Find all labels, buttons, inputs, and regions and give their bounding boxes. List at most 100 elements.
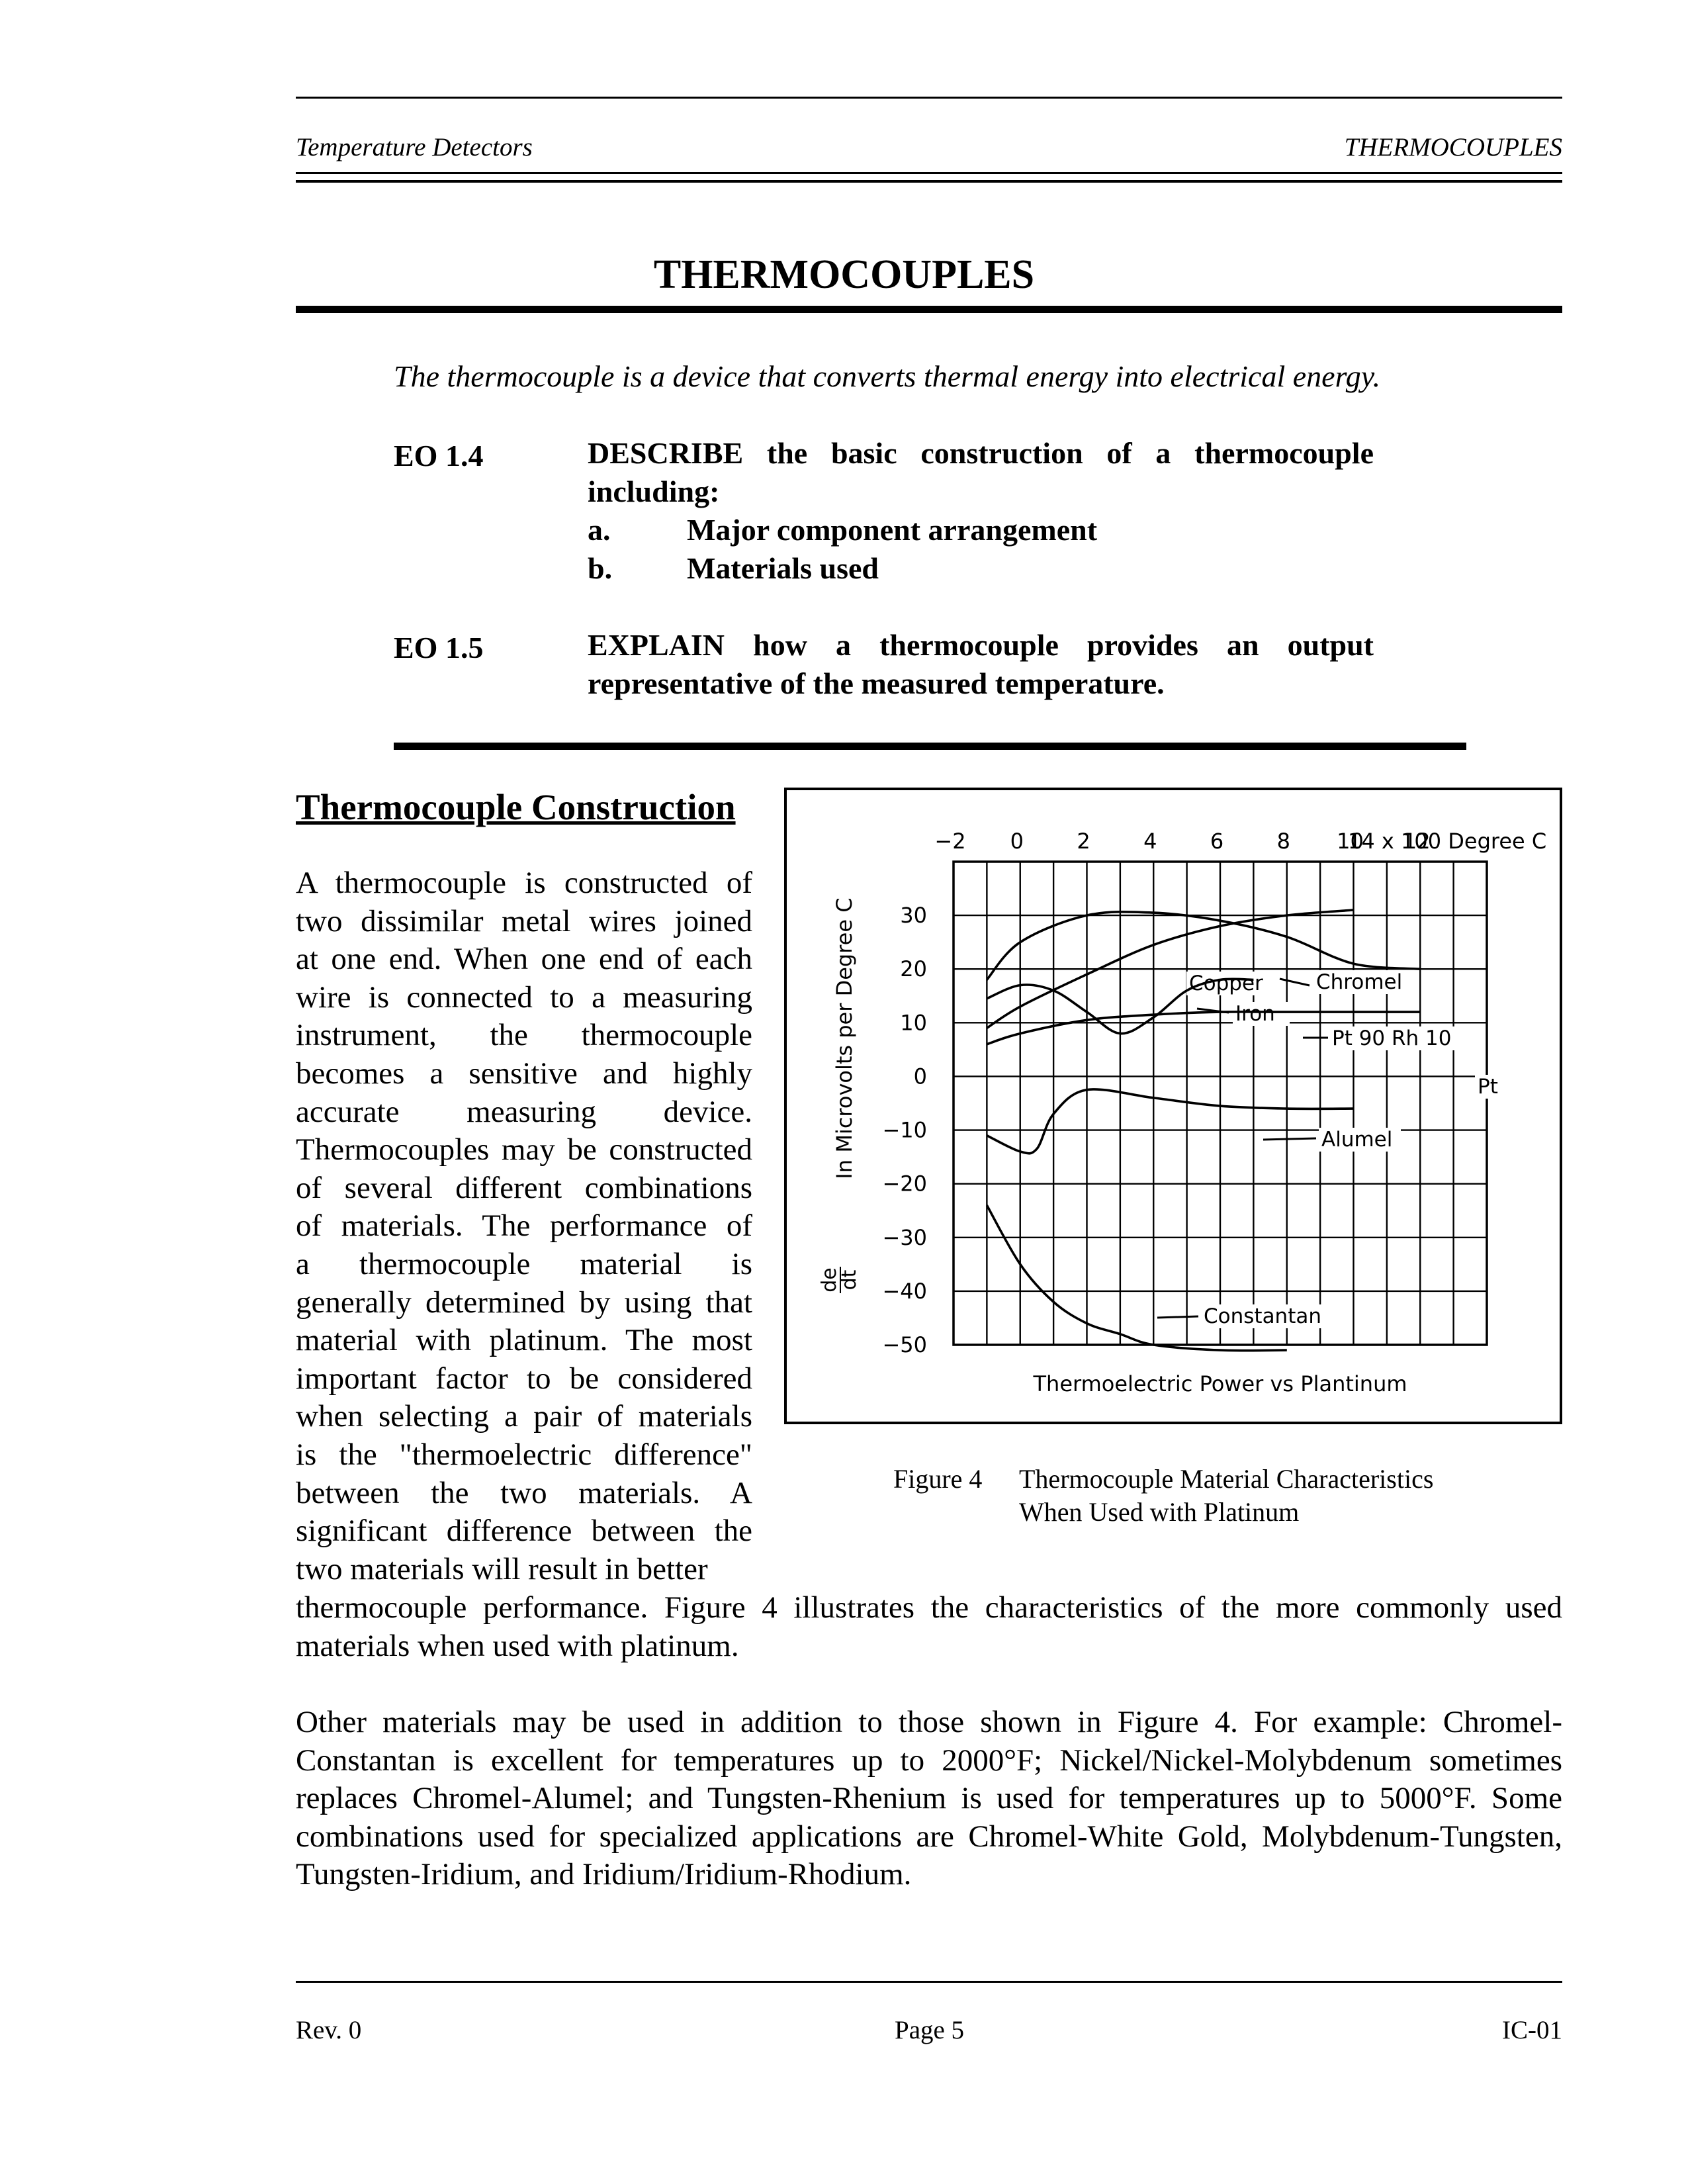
intro-statement: The thermocouple is a device that conver… (394, 359, 1381, 393)
objective-text: DESCRIBE the basic construction of a the… (588, 434, 1374, 588)
series-line-iron (986, 978, 1254, 1035)
footer-left: Rev. 0 (296, 2016, 362, 2044)
column-line: a thermocouple material is (296, 1246, 752, 1281)
footer-center: Page 5 (895, 2016, 965, 2044)
x-tick-label: 2 (1077, 829, 1090, 854)
figure-caption-line: When Used with Platinum (1019, 1497, 1300, 1527)
column-line: material with platinum. The most (296, 1323, 752, 1358)
x-tick-label: 12 (1403, 829, 1431, 854)
y-axis-label: In Microvolts per Degree C (832, 897, 857, 1179)
objective-id: EO 1.5 (394, 631, 484, 664)
column-line: becomes a sensitive and highly (296, 1056, 752, 1091)
figure-caption-line: Thermocouple Material Characteristics (1019, 1464, 1434, 1494)
x-tick-label: 6 (1210, 829, 1223, 854)
column-line: significant difference between the (296, 1514, 752, 1549)
header-left-text: Temperature Detectors (296, 133, 533, 161)
series-leader-chromel (1279, 978, 1310, 987)
header-rule-1 (296, 172, 1562, 174)
series-label-chromel: Chromel (1316, 970, 1402, 994)
series-leader-alumel (1263, 1137, 1317, 1141)
objective-text: EXPLAIN how a thermocouple provides an o… (588, 626, 1374, 703)
series-line-alumel (986, 1088, 1354, 1155)
series-label-bg-pt (1475, 1075, 1507, 1099)
series-label-pt-90-rh-10: Pt 90 Rh 10 (1332, 1026, 1452, 1050)
body-paragraph-2: Other materials may be used in addition … (296, 1705, 1562, 1892)
x-tick-label: 10 (1337, 829, 1364, 854)
y-tick-label: −40 (882, 1279, 927, 1304)
objective-item: a. Major component arrangement (588, 511, 1374, 549)
column-line: between the two materials. A (296, 1475, 752, 1510)
objective-item-label: a. (588, 513, 611, 547)
column-line: of several different combinations (296, 1170, 752, 1205)
figure-number: Figure 4 (893, 1464, 983, 1494)
body-column-paragraph: A thermocouple is constructed of two dis… (296, 864, 752, 1588)
objective-line: representative of the measured temperatu… (588, 666, 1165, 700)
body-paragraph-continuation: thermocouple performance. Figure 4 illus… (296, 1590, 1562, 1663)
y-tick-label: −30 (882, 1225, 927, 1250)
y-tick-label: 0 (914, 1064, 927, 1089)
series-label-bg-constantan (1201, 1304, 1333, 1328)
y-tick-label: −20 (882, 1171, 927, 1197)
objectives-rule (394, 743, 1466, 750)
series-label-bg-pt-90-rh-10 (1329, 1026, 1474, 1050)
series-line-constantan (985, 1205, 1287, 1352)
objective-id: EO 1.4 (394, 439, 484, 473)
column-line: when selecting a pair of materials (296, 1399, 752, 1434)
series-leader-constantan (1157, 1315, 1199, 1319)
column-line: A thermocouple is constructed of (296, 866, 752, 900)
column-line: Thermocouples may be constructed (296, 1132, 752, 1167)
column-line: of materials. The performance of (296, 1208, 752, 1244)
series-label-bg-iron (1233, 1002, 1290, 1026)
series-label-bg-alumel (1319, 1128, 1401, 1152)
header-top-rule (296, 97, 1562, 99)
series-line-copper (986, 909, 1354, 1029)
series-line-pt-90-rh-10 (986, 1010, 1421, 1046)
x-axis-label: 14 x 100 Degree C (1348, 829, 1546, 854)
header-rule-2 (296, 180, 1562, 183)
x-tick-label: 0 (1010, 829, 1024, 854)
plot-frame (952, 860, 1488, 1346)
column-line: wire is connected to a measuring (296, 979, 752, 1015)
derivative-numerator: de (818, 1267, 841, 1293)
y-tick-label: 20 (900, 956, 927, 981)
header-right-text: THERMOCOUPLES (1344, 133, 1562, 161)
title-rule (296, 306, 1562, 313)
figure-caption: Figure 4 Thermocouple Material Characteri… (893, 1463, 1433, 1529)
objective-item-text: Materials used (687, 551, 879, 585)
x-tick-label: 8 (1277, 829, 1290, 854)
y-tick-label: 10 (900, 1010, 927, 1035)
column-line: at one end. When one end of each (296, 942, 752, 977)
objective-item-text: Major component arrangement (687, 513, 1098, 547)
derivative-denominator: dt (838, 1269, 861, 1290)
page-title: THERMOCOUPLES (653, 252, 1035, 297)
series-label-pt: Pt (1478, 1075, 1498, 1099)
x-tick-label: −2 (934, 829, 965, 854)
series-label-iron: Iron (1235, 1002, 1275, 1026)
series-label-constantan: Constantan (1204, 1304, 1321, 1328)
y-tick-label: −50 (882, 1332, 927, 1357)
objective-line: EXPLAIN how a thermocouple provides an o… (588, 628, 1374, 662)
objective-line: including: (588, 475, 720, 508)
series-label-alumel: Alumel (1321, 1128, 1392, 1152)
column-line: accurate measuring device. (296, 1094, 752, 1129)
objective-item-label: b. (588, 551, 613, 585)
column-line: two materials will result in better (296, 1551, 708, 1586)
footer-right: IC-01 (1502, 2016, 1562, 2044)
column-line: important factor to be considered (296, 1361, 752, 1396)
objective-item: b. Materials used (588, 549, 1374, 588)
objective-line: DESCRIBE the basic construction of a the… (588, 436, 1374, 470)
series-line-chromel (986, 910, 1421, 981)
column-line: generally determined by using that (296, 1285, 752, 1320)
chart-footer-label: Thermoelectric Power vs Plantinum (1032, 1371, 1407, 1396)
footer-rule (296, 1981, 1562, 1983)
y-tick-label: 30 (900, 903, 927, 928)
column-line: instrument, the thermocouple (296, 1018, 752, 1053)
y-tick-label: −10 (882, 1118, 927, 1143)
column-line: two dissimilar metal wires joined (296, 903, 752, 938)
section-heading: Thermocouple Construction (296, 787, 736, 827)
column-line: is the "thermoelectric difference" (296, 1437, 752, 1472)
x-tick-label: 4 (1143, 829, 1157, 854)
